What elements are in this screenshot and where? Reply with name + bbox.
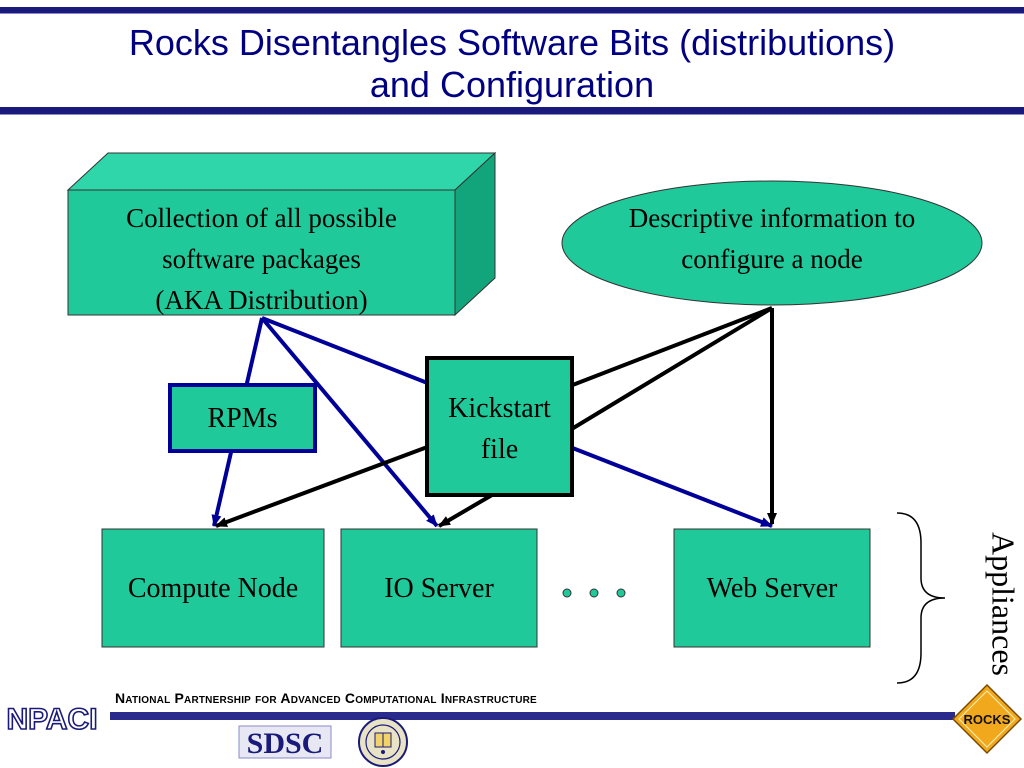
appliances-brace	[896, 512, 946, 684]
kickstart-label-line-2: file	[480, 434, 519, 465]
title-rule-top	[0, 7, 1024, 14]
rocks-logo: ROCKS	[951, 683, 1023, 755]
distribution-box-top	[66, 152, 497, 191]
rocks-logo-text: ROCKS	[964, 712, 1011, 727]
arrow-kickstart-to-web	[569, 445, 773, 528]
line-config-to-kickstart-top	[569, 306, 773, 388]
compute-node-label: Compute Node	[127, 573, 299, 604]
distribution-label-line-2: software packages	[162, 244, 361, 274]
kickstart-label-line-1: Kickstart	[448, 393, 551, 424]
line-dist-to-kickstart	[261, 316, 431, 386]
web-server-label: Web Server	[706, 573, 838, 604]
arrow-kickstart-to-compute	[215, 444, 431, 528]
title-rule-bottom	[0, 107, 1024, 115]
config-ellipse	[561, 180, 983, 306]
university-seal-icon	[358, 717, 408, 767]
rpms-label: RPMs	[207, 403, 278, 434]
appliances-label: Appliances	[985, 532, 1022, 676]
arrow-dist-to-io	[260, 316, 439, 528]
web-server-box	[673, 528, 871, 648]
sdsc-logo-text: SDSC	[247, 727, 324, 760]
rpms-box	[168, 383, 317, 453]
slide-title-line-2: and Configuration	[369, 64, 655, 105]
distribution-label-line-3: (AKA Distribution)	[155, 285, 368, 315]
footer-rule	[110, 712, 955, 720]
kickstart-label: Kickstart file	[427, 388, 572, 470]
npaci-logo-text: NPACI	[6, 703, 97, 736]
footer-partnership-text: National Partnership for Advanced Comput…	[115, 690, 537, 706]
slide-title-line-1: Rocks Disentangles Software Bits (distri…	[128, 22, 896, 63]
sdsc-logo: SDSC	[238, 725, 332, 760]
io-server-label: IO Server	[384, 573, 494, 604]
compute-node-box	[101, 528, 325, 648]
config-label: Descriptive information to configure a n…	[566, 198, 978, 280]
distribution-box-front	[67, 189, 456, 316]
distribution-box	[66, 151, 497, 317]
distribution-label: Collection of all possible software pack…	[68, 198, 455, 321]
npaci-logo: NPACI	[6, 702, 98, 737]
config-label-line-1: Descriptive information to	[628, 203, 916, 233]
distribution-label-line-1: Collection of all possible	[126, 203, 397, 233]
io-server-box	[340, 528, 538, 648]
slide-title: Rocks Disentangles Software Bits (distri…	[0, 22, 1024, 106]
line-config-to-kickstart-mid	[568, 306, 774, 432]
config-label-line-2: configure a node	[681, 244, 863, 274]
ellipsis-dots	[562, 588, 626, 598]
arrow-kickstart-to-io	[437, 493, 494, 528]
kickstart-box	[425, 356, 574, 497]
